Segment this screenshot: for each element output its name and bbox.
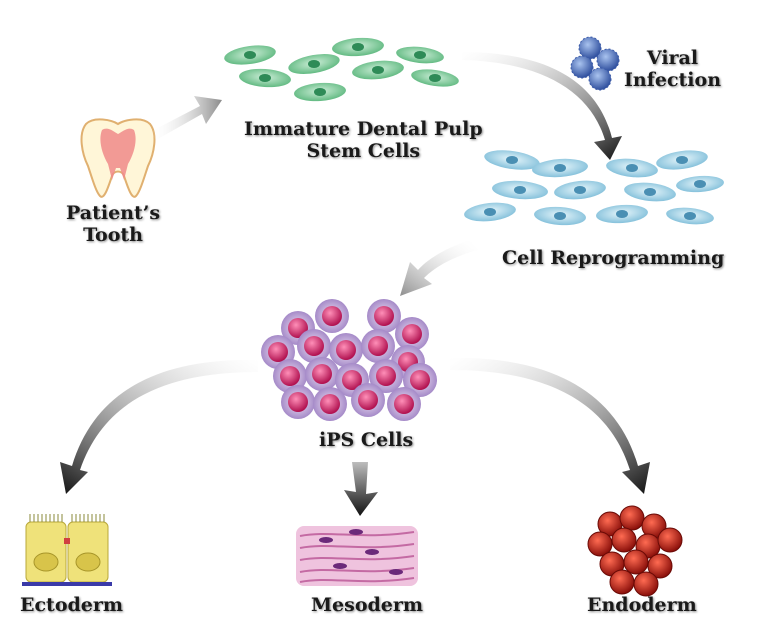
label-mesoderm: Mesoderm — [311, 594, 423, 616]
tooth-icon — [80, 118, 156, 198]
ips-cell-nucleus — [320, 394, 340, 414]
label-dental-pulp: Immature Dental Pulp Stem Cells — [244, 118, 483, 163]
arrow-ips-to-ectoderm — [60, 359, 258, 494]
ips-cell-nucleus — [374, 306, 394, 326]
ips-cell-nucleus — [410, 370, 430, 390]
ips-cell-nucleus — [358, 390, 378, 410]
label-endoderm: Endoderm — [587, 594, 697, 616]
label-patients-tooth-line2: Tooth — [83, 223, 143, 246]
endoderm-cell — [633, 571, 659, 597]
ips-cell-nucleus — [394, 394, 414, 414]
ips-cell-nucleus — [304, 336, 324, 356]
label-viral-line1: Viral — [646, 47, 699, 69]
ips-cell-nucleus — [288, 392, 308, 412]
label-viral-infection: Viral Infection — [624, 47, 722, 92]
endoderm-cell — [619, 505, 645, 531]
endoderm-cell — [657, 527, 683, 553]
arrow-tooth-to-stem — [150, 96, 222, 140]
label-patients-tooth-line1: Patient’s — [66, 202, 161, 224]
ips-cell-nucleus — [312, 364, 332, 384]
ips-cell-nucleus — [336, 340, 356, 360]
label-dental-pulp-line1: Immature Dental Pulp — [244, 118, 483, 140]
arrow-stem-to-reprogram — [462, 52, 622, 160]
ectoderm-cells-icon — [22, 514, 112, 586]
ips-cell-nucleus — [288, 318, 308, 338]
label-dental-pulp-line2: Stem Cells — [306, 139, 421, 162]
reprogrammed-cells-cluster — [464, 150, 724, 226]
arrow-reprogram-to-ips — [400, 240, 478, 296]
label-ectoderm: Ectoderm — [20, 594, 123, 616]
endoderm-cells-icon — [587, 505, 683, 597]
ips-cell-nucleus — [322, 306, 342, 326]
label-viral-line2: Infection — [624, 68, 722, 91]
ips-cell-nucleus — [268, 342, 288, 362]
endoderm-cell — [623, 549, 649, 575]
arrow-ips-to-endoderm — [450, 357, 650, 494]
endoderm-cell — [609, 569, 635, 595]
mesoderm-tissue-icon — [296, 526, 418, 586]
ips-cell-nucleus — [342, 370, 362, 390]
label-ips-cells: iPS Cells — [319, 429, 414, 451]
endoderm-cell — [587, 531, 613, 557]
ips-cell-nucleus — [280, 366, 300, 386]
ips-cell-nucleus — [376, 366, 396, 386]
ips-cells-cluster — [261, 299, 437, 421]
label-patients-tooth: Patient’s Tooth — [66, 202, 161, 247]
ips-cell-nucleus — [368, 336, 388, 356]
endoderm-cell — [611, 527, 637, 553]
endoderm-cell — [647, 553, 673, 579]
virus-icon — [570, 36, 620, 91]
stem-cells-cluster — [224, 37, 459, 102]
ips-cell-nucleus — [402, 324, 422, 344]
label-cell-reprogramming: Cell Reprogramming — [502, 247, 725, 269]
arrow-ips-to-mesoderm — [344, 462, 378, 516]
